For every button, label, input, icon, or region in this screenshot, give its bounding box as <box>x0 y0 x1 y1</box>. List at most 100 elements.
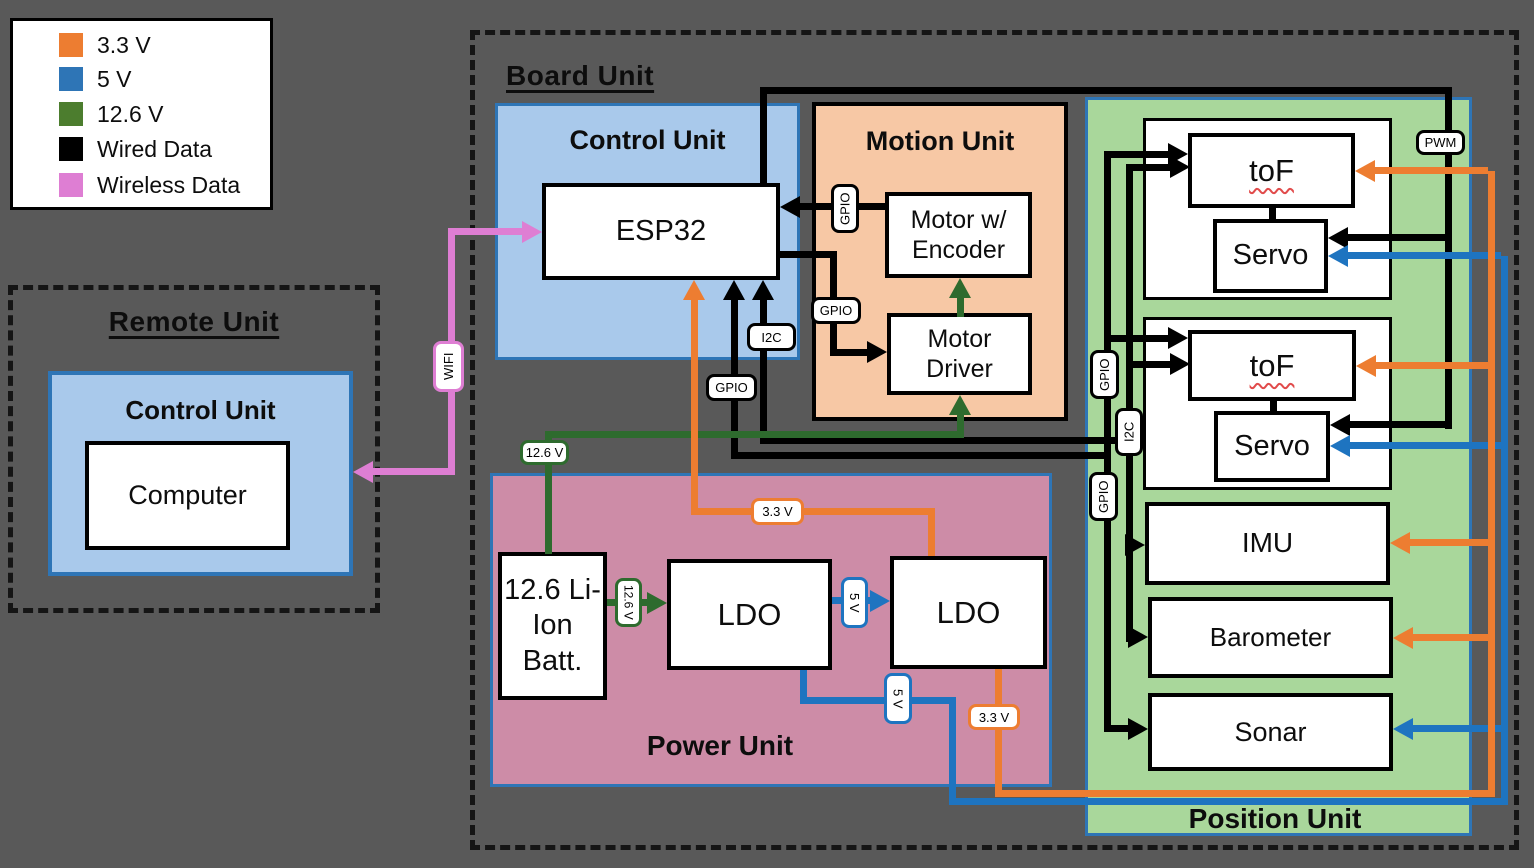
arrow-i2c-to-tof1 <box>1170 156 1190 178</box>
motion-unit-title: Motion Unit <box>865 126 1015 156</box>
wire-gpio-h <box>731 452 1111 459</box>
wifi-tag: WIFI <box>433 341 464 392</box>
arrow-3v3-to-tof1 <box>1355 160 1375 182</box>
legend: 3.3 V 5 V 12.6 V Wired Data Wireless Dat… <box>10 18 273 210</box>
gpio-tag-position-1: GPIO <box>1090 350 1119 399</box>
arrow-gpio-to-sonar <box>1128 718 1148 740</box>
ldo1-label: LDO <box>717 596 782 632</box>
wire-12v6-driver-stub <box>957 410 964 437</box>
legend-item: Wireless Data <box>59 171 241 198</box>
remote-control-unit-title: Control Unit <box>125 395 276 425</box>
wire-i2c-v <box>760 298 767 444</box>
gpio-tag-encoder: GPIO <box>831 184 859 233</box>
wire-tof1-servo1-link <box>1269 208 1276 219</box>
legend-label: Wireless Data <box>97 171 241 198</box>
arrow-5v-to-servo1 <box>1328 245 1348 267</box>
tof1-box: toF <box>1188 133 1355 208</box>
arrow-i2c-to-imu <box>1125 534 1145 556</box>
legend-item: Wired Data <box>59 135 213 162</box>
arrow-gpio-to-tof2 <box>1168 327 1188 349</box>
wire-3v3-bottom <box>995 790 1495 797</box>
legend-label: 5 V <box>97 65 132 92</box>
board-unit-title: Board Unit <box>506 60 655 91</box>
wire-5v-rail <box>1501 256 1508 805</box>
arrow-3v3-to-tof2 <box>1356 355 1376 377</box>
5v-tag-rail: 5 V <box>884 673 912 724</box>
arrow-wifi-to-esp32 <box>522 221 542 243</box>
arrow-i2c-to-esp32 <box>752 280 774 300</box>
arrow-pwm-to-servo1 <box>1328 227 1348 249</box>
remote-unit-container <box>8 285 380 613</box>
remote-unit-title: Remote Unit <box>108 306 280 337</box>
computer-label: Computer <box>128 480 247 511</box>
arrow-battery-to-ldo1 <box>647 592 667 614</box>
5v-tag-ldo: 5 V <box>841 577 868 628</box>
arrow-encoder-to-esp32 <box>780 196 800 218</box>
board-control-unit-title: Control Unit <box>569 125 726 155</box>
wire-esp32-driver-h2 <box>830 349 870 356</box>
arrow-3v3-to-barometer <box>1393 627 1413 649</box>
ldo2-label: LDO <box>936 594 1001 630</box>
legend-label: Wired Data <box>97 135 213 162</box>
3v3-tag-esp32: 3.3 V <box>751 498 804 525</box>
esp32-box: ESP32 <box>542 183 780 280</box>
legend-item: 3.3 V <box>59 32 151 58</box>
wire-pwm-top <box>760 87 1452 94</box>
3v3-tag-rail: 3.3 V <box>968 704 1020 730</box>
power-unit-title: Power Unit <box>646 730 794 761</box>
motor-encoder-label: Motor w/ Encoder <box>910 205 1007 265</box>
wire-pwm-riser <box>760 90 767 186</box>
wire-esp32-driver-h1 <box>780 251 837 258</box>
wire-i2c-tof2 <box>1126 361 1170 368</box>
wire-battery-up <box>545 437 552 554</box>
gpio-tag-esp32: GPIO <box>706 374 757 401</box>
legend-swatch-5v <box>59 67 83 91</box>
barometer-label: Barometer <box>1209 621 1332 652</box>
tof2-box: toF <box>1188 330 1356 401</box>
wire-i2c-tof1 <box>1126 164 1170 171</box>
sonar-box: Sonar <box>1148 693 1393 771</box>
legend-swatch-3v3 <box>59 33 83 57</box>
wire-3v3-tof2 <box>1373 362 1488 369</box>
i2c-tag-position: I2C <box>1115 408 1143 456</box>
arrow-3v3-to-imu <box>1390 532 1410 554</box>
motor-driver-box: Motor Driver <box>887 313 1032 395</box>
sonar-label: Sonar <box>1234 716 1307 747</box>
arrow-i2c-to-tof2 <box>1170 353 1190 375</box>
servo1-box: Servo <box>1213 219 1328 293</box>
tof2-label: toF <box>1249 347 1295 383</box>
motor-encoder-box: Motor w/ Encoder <box>885 192 1032 278</box>
gpio-tag-position-2: GPIO <box>1089 472 1118 521</box>
wire-gpio-sonar <box>1104 725 1134 732</box>
computer-box: Computer <box>85 441 290 550</box>
wire-pwm-servo2 <box>1347 421 1445 428</box>
esp32-label: ESP32 <box>615 214 707 247</box>
servo2-label: Servo <box>1234 429 1310 462</box>
wire-gpio-tof1 <box>1104 151 1168 158</box>
legend-swatch-12v6 <box>59 102 83 126</box>
arrow-driver-to-encoder <box>949 278 971 298</box>
wire-3v3-rail <box>1488 171 1495 797</box>
arrow-pwm-to-servo2 <box>1330 414 1350 436</box>
wire-5v-sonar <box>1410 725 1501 732</box>
ldo2-box: LDO <box>890 556 1047 669</box>
servo2-box: Servo <box>1214 411 1330 482</box>
arrow-gpio-to-driver <box>867 341 887 363</box>
wire-wifi-h2 <box>455 228 525 235</box>
wire-5v-servo2 <box>1347 442 1501 449</box>
board-unit-container <box>470 30 1519 850</box>
arrow-3v3-to-esp32 <box>683 280 705 300</box>
wire-wifi-h1 <box>370 468 455 475</box>
arrow-5v-to-sonar <box>1393 718 1413 740</box>
wire-gpio-rail <box>1104 151 1111 732</box>
arrow-i2c-to-barometer <box>1128 626 1148 648</box>
wire-5v-drop <box>800 670 807 704</box>
wire-3v3-tof1 <box>1372 167 1488 174</box>
arrow-ldo1-to-ldo2 <box>870 590 890 612</box>
wire-driver-encoder-stub <box>957 294 964 317</box>
barometer-box: Barometer <box>1148 597 1393 678</box>
battery-box: 12.6 Li-Ion Batt. <box>498 552 607 700</box>
imu-label: IMU <box>1241 527 1294 559</box>
arrow-12v6-to-driver <box>949 395 971 415</box>
